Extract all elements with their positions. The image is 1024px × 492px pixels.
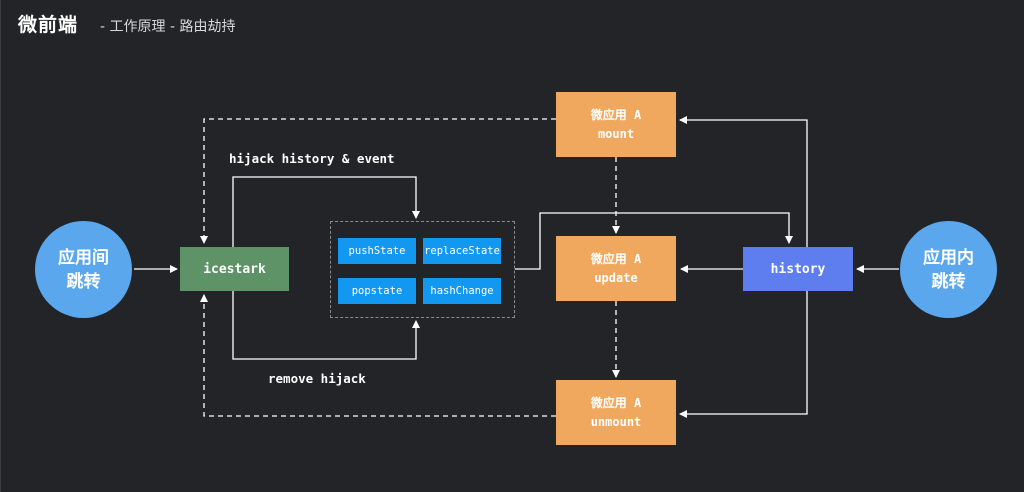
history-label: history <box>770 261 826 277</box>
event-popstate: popstate <box>338 278 416 304</box>
remove-hijack-label: remove hijack <box>268 371 366 386</box>
event-replacestate: replaceState <box>423 238 501 264</box>
unmount-line1: 微应用 A <box>590 395 642 410</box>
page-subtitle: - 工作原理 - 路由劫持 <box>100 19 236 35</box>
cross-app-jump-line1: 应用间 <box>58 247 109 268</box>
cross-app-jump-node: 应用间 跳转 <box>35 221 132 318</box>
in-app-jump-line2: 跳转 <box>931 271 966 292</box>
icestark-label: icestark <box>203 261 266 277</box>
edge-unmount-to-icestark <box>200 294 556 417</box>
event-hashchange: hashChange <box>423 278 501 304</box>
edge-history-to-unmount <box>679 291 808 418</box>
cross-app-jump-line2: 跳转 <box>66 271 101 292</box>
micro-app-unmount-node: 微应用 A unmount <box>556 380 676 445</box>
page-title: 微前端 <box>18 14 79 36</box>
edge-remove-hijack <box>232 291 420 360</box>
mount-line1: 微应用 A <box>590 107 642 122</box>
unmount-line2: unmount <box>590 414 642 429</box>
history-node: history <box>743 247 853 291</box>
in-app-jump-node: 应用内 跳转 <box>900 221 997 318</box>
icestark-node: icestark <box>180 247 289 291</box>
micro-app-update-node: 微应用 A update <box>556 236 676 301</box>
event-pushstate: pushState <box>338 238 416 264</box>
mount-line2: mount <box>597 126 635 141</box>
in-app-jump-line1: 应用内 <box>923 247 974 268</box>
edge-mount-to-icestark <box>200 118 556 244</box>
edge-hijack <box>232 176 420 247</box>
header: 微前端 - 工作原理 - 路由劫持 <box>18 10 235 40</box>
update-line1: 微应用 A <box>590 251 642 266</box>
edge-history-to-mount <box>679 116 808 247</box>
update-line2: update <box>594 270 638 285</box>
hijack-label: hijack history & event <box>229 151 395 166</box>
edge-events-to-history <box>515 212 793 270</box>
history-events-group: pushState replaceState popstate hashChan… <box>330 221 515 318</box>
micro-app-mount-node: 微应用 A mount <box>556 92 676 157</box>
